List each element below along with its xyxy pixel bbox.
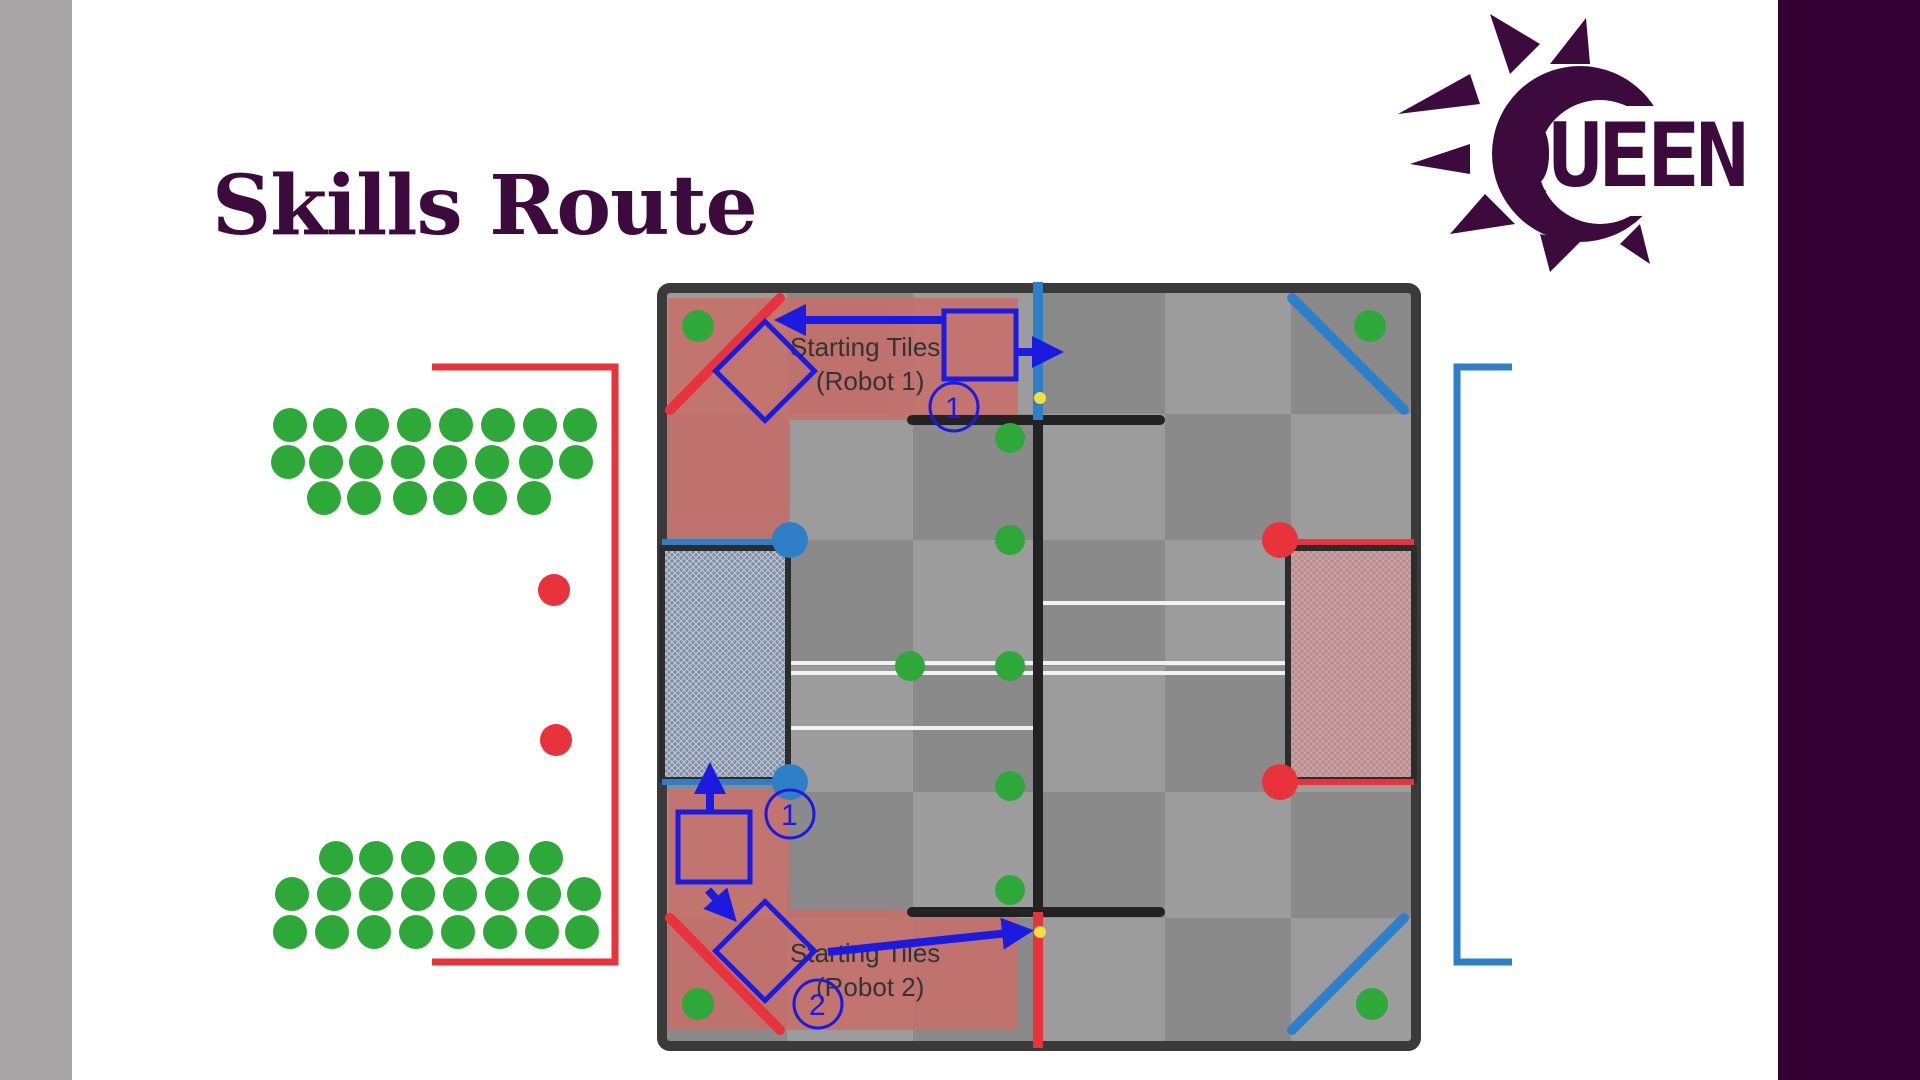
svg-text:2: 2 (809, 989, 826, 1022)
tile-label-robot1-line1: Starting Tiles (790, 332, 940, 362)
red-goal (1285, 545, 1417, 783)
logo-text: QUEEN (1500, 104, 1749, 207)
blue-goal-post-top (772, 522, 808, 558)
goal-edge-bars (662, 539, 1414, 785)
left-accent-bar (0, 0, 72, 1080)
blue-alliance-station (1453, 363, 1512, 966)
slide-title: Skills Route (212, 158, 758, 254)
team-logo: QUEEN (1390, 14, 1770, 274)
tile-label-robot1-line2: (Robot 1) (816, 366, 924, 396)
triball-group-bottom (273, 841, 601, 949)
step-number-top: 1 (928, 381, 980, 433)
route-robot1 (711, 308, 1019, 425)
gear-icon (1398, 14, 1765, 272)
right-accent-bar (1778, 0, 1920, 1080)
svg-text:1: 1 (781, 799, 798, 832)
red-goal-post-bottom (1262, 764, 1298, 800)
marker-dot-bottom (1034, 926, 1046, 938)
route-arrow-to-barrier (827, 917, 1034, 956)
route-arrow-diag (703, 887, 737, 922)
marker-dot-top (1034, 392, 1046, 404)
triballs-on-field (682, 310, 1388, 1020)
corner-match-load-bars (665, 293, 1409, 1035)
step-number-bottom: 2 (792, 978, 844, 1030)
step-number-middle: 1 (764, 788, 816, 840)
blue-goal (659, 545, 791, 783)
red-triballs (538, 574, 572, 756)
red-alliance-station (432, 363, 619, 966)
svg-text:1: 1 (945, 392, 962, 425)
triball-group-top (271, 408, 597, 515)
red-goal-post-top (1262, 522, 1298, 558)
tile-label-robot2-line2: (Robot 2) (816, 972, 924, 1002)
